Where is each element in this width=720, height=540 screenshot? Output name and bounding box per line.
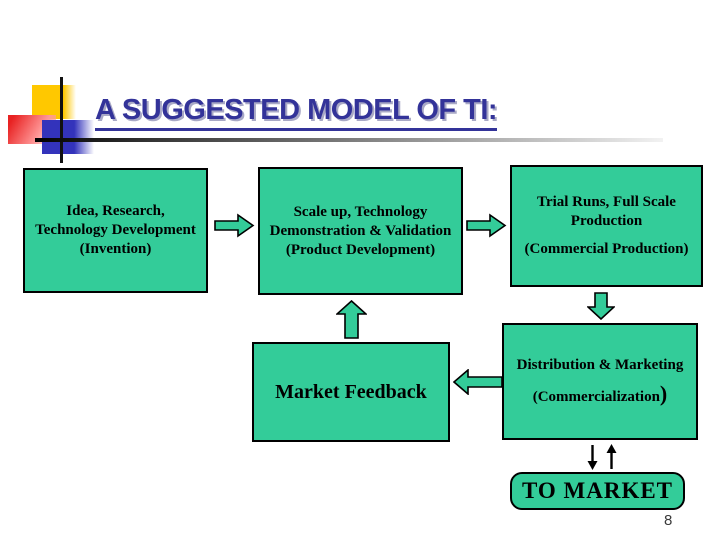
box-commercialization: Distribution & Marketing (Commercializat… bbox=[502, 323, 698, 440]
arrow-left-icon bbox=[453, 369, 503, 395]
decor-vertical-line bbox=[60, 77, 63, 163]
arrow-right-icon bbox=[466, 213, 507, 238]
box-market-feedback: Market Feedback bbox=[252, 342, 450, 442]
box-product-development: Scale up, Technology Demonstration & Val… bbox=[258, 167, 463, 295]
box-commercial-production-subtitle: (Commercial Production) bbox=[524, 241, 689, 257]
box-commercialization-line2: (Commercialization) bbox=[532, 381, 668, 407]
box-commercialization-line2-paren: ) bbox=[659, 381, 668, 406]
page-number: 8 bbox=[664, 512, 673, 529]
thin-arrow-up-icon bbox=[606, 444, 617, 469]
box-product-development-line1: Scale up, Technology bbox=[293, 203, 428, 220]
box-commercialization-line1: Distribution & Marketing bbox=[516, 357, 684, 373]
thin-arrow-down-icon bbox=[587, 445, 598, 470]
box-invention-line2: Technology Development bbox=[35, 222, 196, 238]
slide-title: A SUGGESTED MODEL OF TI: bbox=[95, 94, 498, 131]
arrow-right-icon bbox=[214, 213, 255, 238]
box-commercial-production: Trial Runs, Full Scale Production (Comme… bbox=[510, 165, 703, 287]
box-invention-line1: Idea, Research, bbox=[66, 203, 165, 219]
box-invention-line3: (Invention) bbox=[79, 241, 152, 257]
decor-yellow-square bbox=[32, 85, 76, 119]
decor-blue-square bbox=[42, 120, 94, 154]
box-commercialization-line2-text: (Commercialization bbox=[532, 389, 660, 405]
arrow-down-icon bbox=[587, 292, 615, 320]
box-commercial-production-line1: Trial Runs, Full Scale bbox=[537, 194, 676, 210]
box-product-development-line3: (Product Development) bbox=[285, 241, 436, 258]
box-invention: Idea, Research, Technology Development (… bbox=[23, 168, 208, 293]
box-product-development-line2: Demonstration & Validation bbox=[269, 222, 452, 239]
box-to-market: TO MARKET bbox=[510, 472, 685, 510]
arrow-up-icon bbox=[336, 300, 367, 339]
box-market-feedback-label: Market Feedback bbox=[275, 381, 427, 403]
box-to-market-label: TO MARKET bbox=[521, 478, 674, 503]
box-commercial-production-line2: Production bbox=[570, 213, 643, 229]
title-divider-rule bbox=[35, 138, 663, 142]
